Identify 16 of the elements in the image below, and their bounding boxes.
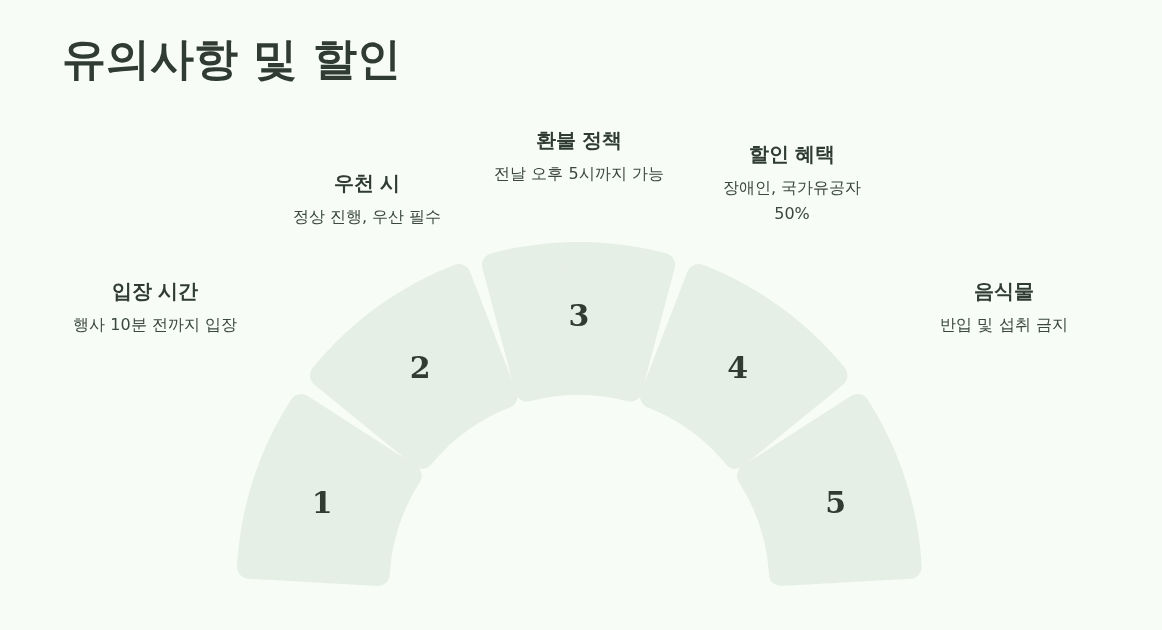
slide-title: 유의사항 및 할인 [62,32,401,86]
item-description: 반입 및 섭취 금지 [939,314,1069,336]
step-number: 2 [409,349,431,385]
item-heading: 할인 혜택 [748,141,836,168]
step-number: 4 [727,349,749,385]
item-heading: 우천 시 [333,170,401,197]
item-heading: 음식물 [974,278,1034,305]
step-number: 1 [311,484,333,520]
item-description: 전날 오후 5시까지 가능 [493,163,665,185]
item-heading: 환불 정책 [535,127,623,154]
item-description: 행사 10분 전까지 입장 [72,314,238,336]
step-number: 3 [568,297,590,333]
item-description: 장애인, 국가유공자 50% [721,177,863,225]
item-heading: 입장 시간 [111,278,199,305]
step-number: 5 [825,484,847,520]
item-description: 정상 진행, 우산 필수 [291,206,443,228]
